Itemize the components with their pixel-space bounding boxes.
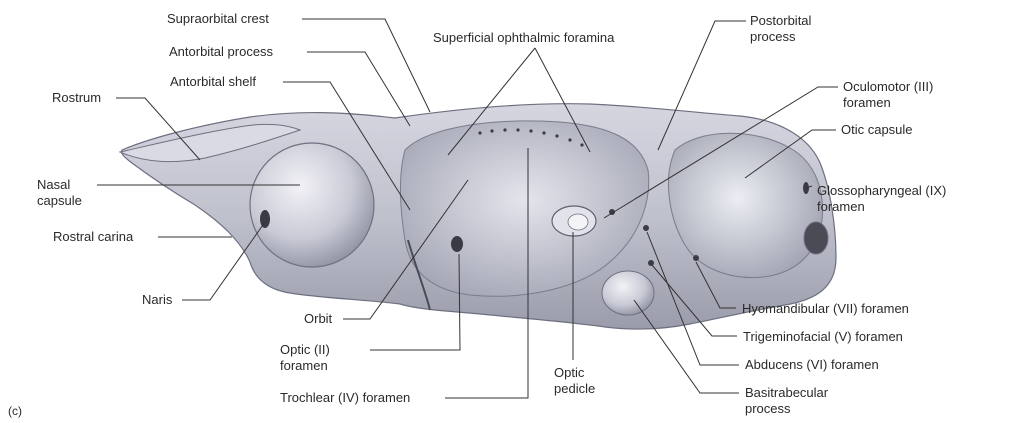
label-nasal-capsule-2: capsule [37,193,82,209]
basitrabecular-process-shape [602,271,654,315]
label-hyomandibular: Hyomandibular (VII) foramen [742,301,909,317]
label-optic-foramen-1: Optic (II) [280,342,330,358]
naris-hole [260,210,270,228]
label-glossopharyngeal-1: Glossopharyngeal (IX) [817,183,946,199]
label-supraorbital-crest: Supraorbital crest [167,11,269,27]
label-basitrabecular-2: process [745,401,791,417]
label-rostrum: Rostrum [52,90,101,106]
label-otic-capsule: Otic capsule [841,122,913,138]
nasal-capsule-shape [250,143,374,267]
label-optic-foramen-2: foramen [280,358,328,374]
label-trochlear: Trochlear (IV) foramen [280,390,410,406]
label-nasal-capsule-1: Nasal [37,177,70,193]
optic-foramen-hole [451,236,463,252]
hyomandibular-foramen-hole [693,255,699,261]
label-naris: Naris [142,292,172,308]
label-rostral-carina: Rostral carina [53,229,133,245]
label-postorbital-process-2: process [750,29,796,45]
label-glossopharyngeal-2: foramen [817,199,865,215]
label-oculomotor-1: Oculomotor (III) [843,79,933,95]
label-postorbital-process-1: Postorbital [750,13,811,29]
abducens-foramen-hole [643,225,649,231]
label-trigeminofacial: Trigeminofacial (V) foramen [743,329,903,345]
otic-opening [804,222,828,254]
label-basitrabecular-1: Basitrabecular [745,385,828,401]
label-optic-pedicle-1: Optic [554,365,584,381]
label-abducens: Abducens (VI) foramen [745,357,879,373]
label-orbit: Orbit [304,311,332,327]
trigeminofacial-foramen-hole [648,260,654,266]
label-optic-pedicle-2: pedicle [554,381,595,397]
label-antorbital-process: Antorbital process [169,44,273,60]
panel-label: (c) [8,403,22,419]
label-superficial-ophthalmic-foramina: Superficial ophthalmic foramina [433,30,614,46]
label-oculomotor-2: foramen [843,95,891,111]
label-antorbital-shelf: Antorbital shelf [170,74,256,90]
